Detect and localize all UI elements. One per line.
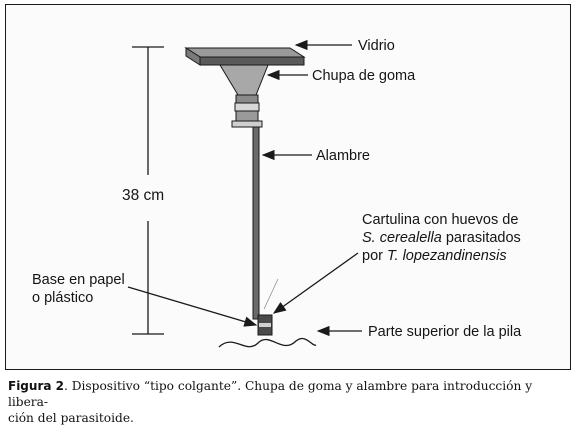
cartulina-line-2-rest: parasitados xyxy=(441,230,521,246)
base-line-2: o plástico xyxy=(32,290,94,306)
label-alambre: Alambre xyxy=(316,148,370,164)
label-vidrio: Vidrio xyxy=(358,38,395,54)
glass-plate xyxy=(184,47,306,66)
label-chupa: Chupa de goma xyxy=(312,68,416,84)
thin-guide-line xyxy=(263,278,279,310)
label-cartulina: Cartulina con huevos de S. cerealella pa… xyxy=(362,211,521,265)
caption-label: Figura 2 xyxy=(8,379,64,393)
label-height: 38 cm xyxy=(122,187,165,204)
cartulina-line-3-pre: por xyxy=(362,248,387,264)
figure-frame: Vidrio Chupa de goma Alambre 38 cm Cartu… xyxy=(5,4,571,370)
label-base: Base en papel o plástico xyxy=(32,271,125,307)
arrow-base xyxy=(127,286,258,327)
height-dimension xyxy=(132,46,164,335)
species-s-cerealella: S. cerealella xyxy=(362,230,442,246)
caption-line-2: ción del parasitoide. xyxy=(8,411,134,425)
cartulina-line-2: S. cerealella parasitados xyxy=(362,229,521,247)
arrow-cartulina xyxy=(272,252,359,314)
wire xyxy=(252,126,260,320)
pile-surface-line xyxy=(218,337,317,348)
device-diagram xyxy=(127,39,362,348)
caption-line-1: Figura 2. Dispositivo “tipo colgante”. C… xyxy=(8,378,574,410)
label-arrows xyxy=(127,39,362,337)
caption-text-1: . Dispositivo “tipo colgante”. Chupa de … xyxy=(8,379,533,409)
species-t-lopezandinensis: T. lopezandinensis xyxy=(387,248,507,264)
figure-caption: Figura 2. Dispositivo “tipo colgante”. C… xyxy=(8,378,574,426)
cartulina-line-3: por T. lopezandinensis xyxy=(362,247,521,265)
label-pila: Parte superior de la pila xyxy=(368,324,522,340)
card-holder xyxy=(257,314,273,336)
suction-cup xyxy=(219,64,269,128)
base-line-1: Base en papel xyxy=(32,272,125,288)
cartulina-line-1: Cartulina con huevos de xyxy=(362,212,519,228)
